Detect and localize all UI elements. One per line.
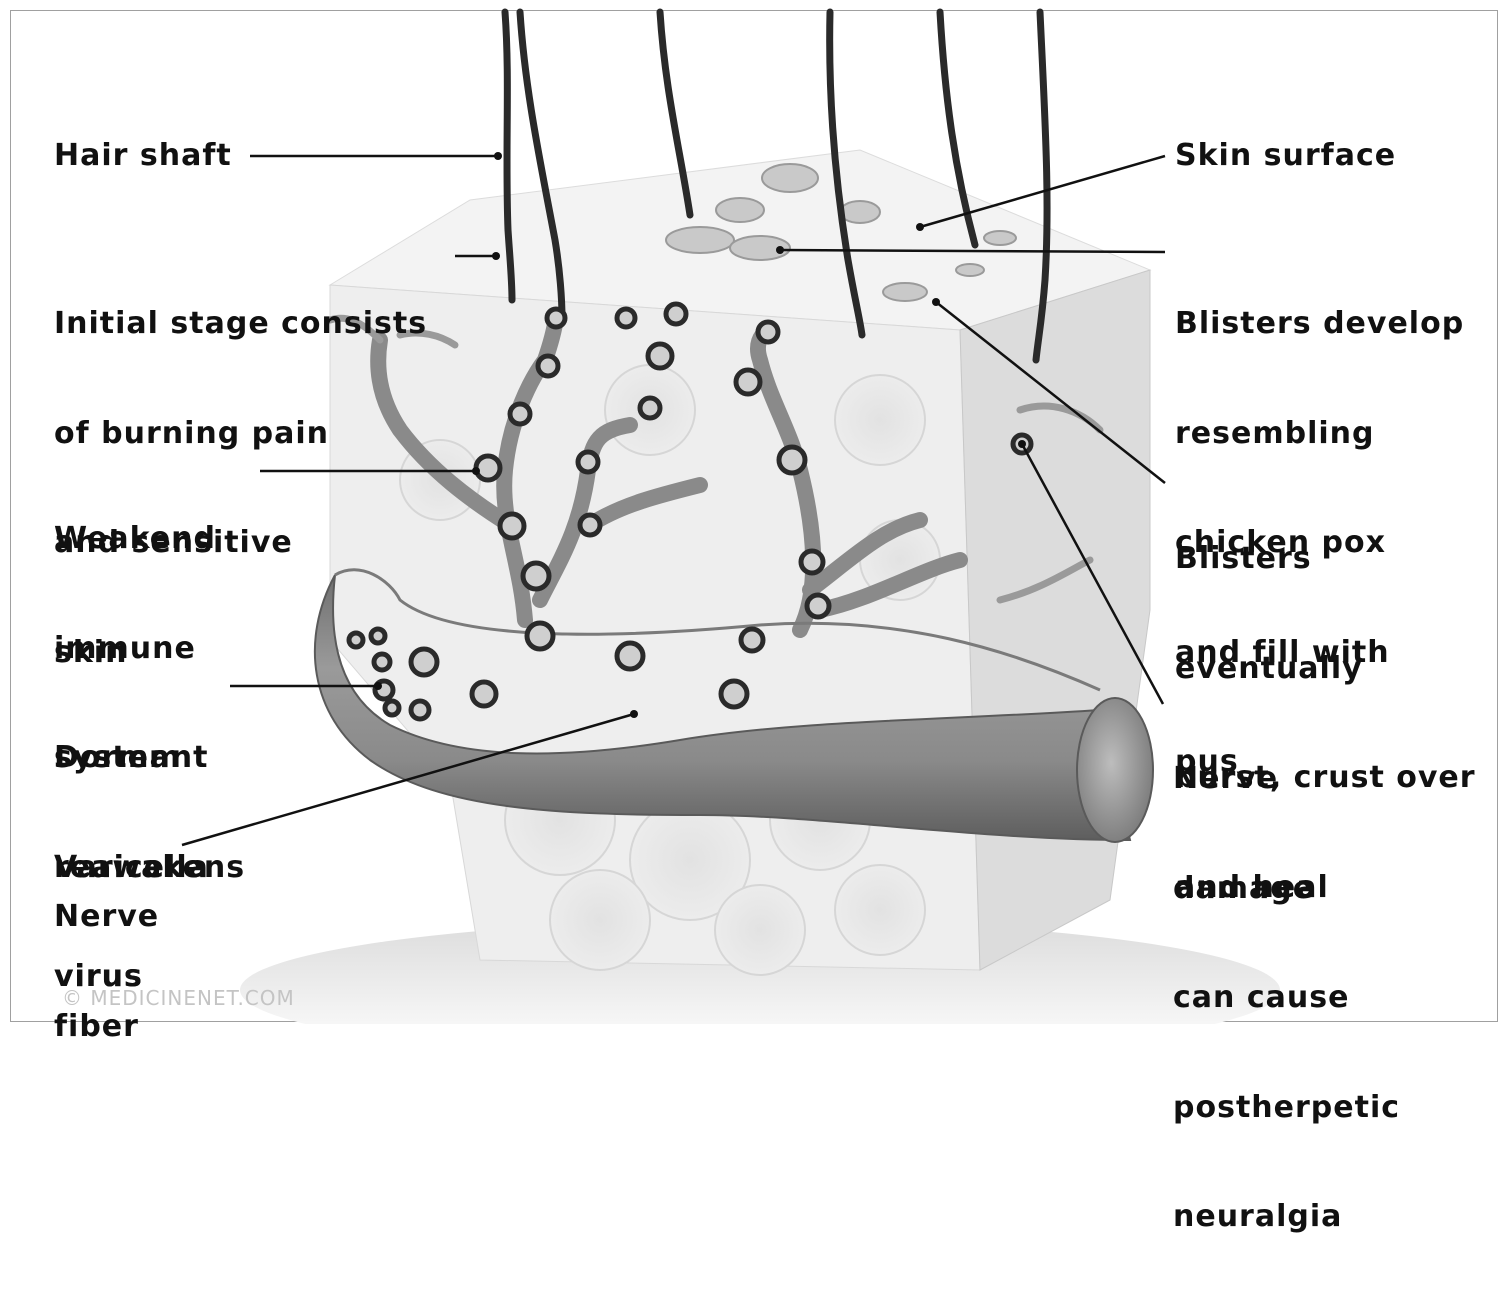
- label-nerve-fiber: Nerve fiber: [54, 826, 159, 1118]
- skin-block: [330, 150, 1150, 975]
- skin-side-face: [960, 270, 1150, 970]
- nerve-fiber-cut-end: [1077, 698, 1153, 842]
- diagram-canvas: Hair shaft Initial stage consists of bur…: [0, 0, 1500, 1024]
- copyright-watermark: © MEDICINENET.COM: [62, 986, 295, 1010]
- label-skin-surface: Skin surface: [1175, 139, 1396, 173]
- label-hair-shaft: Hair shaft: [54, 139, 232, 173]
- label-nerve-damage: Nerve damage can cause postherpetic neur…: [1173, 688, 1400, 1309]
